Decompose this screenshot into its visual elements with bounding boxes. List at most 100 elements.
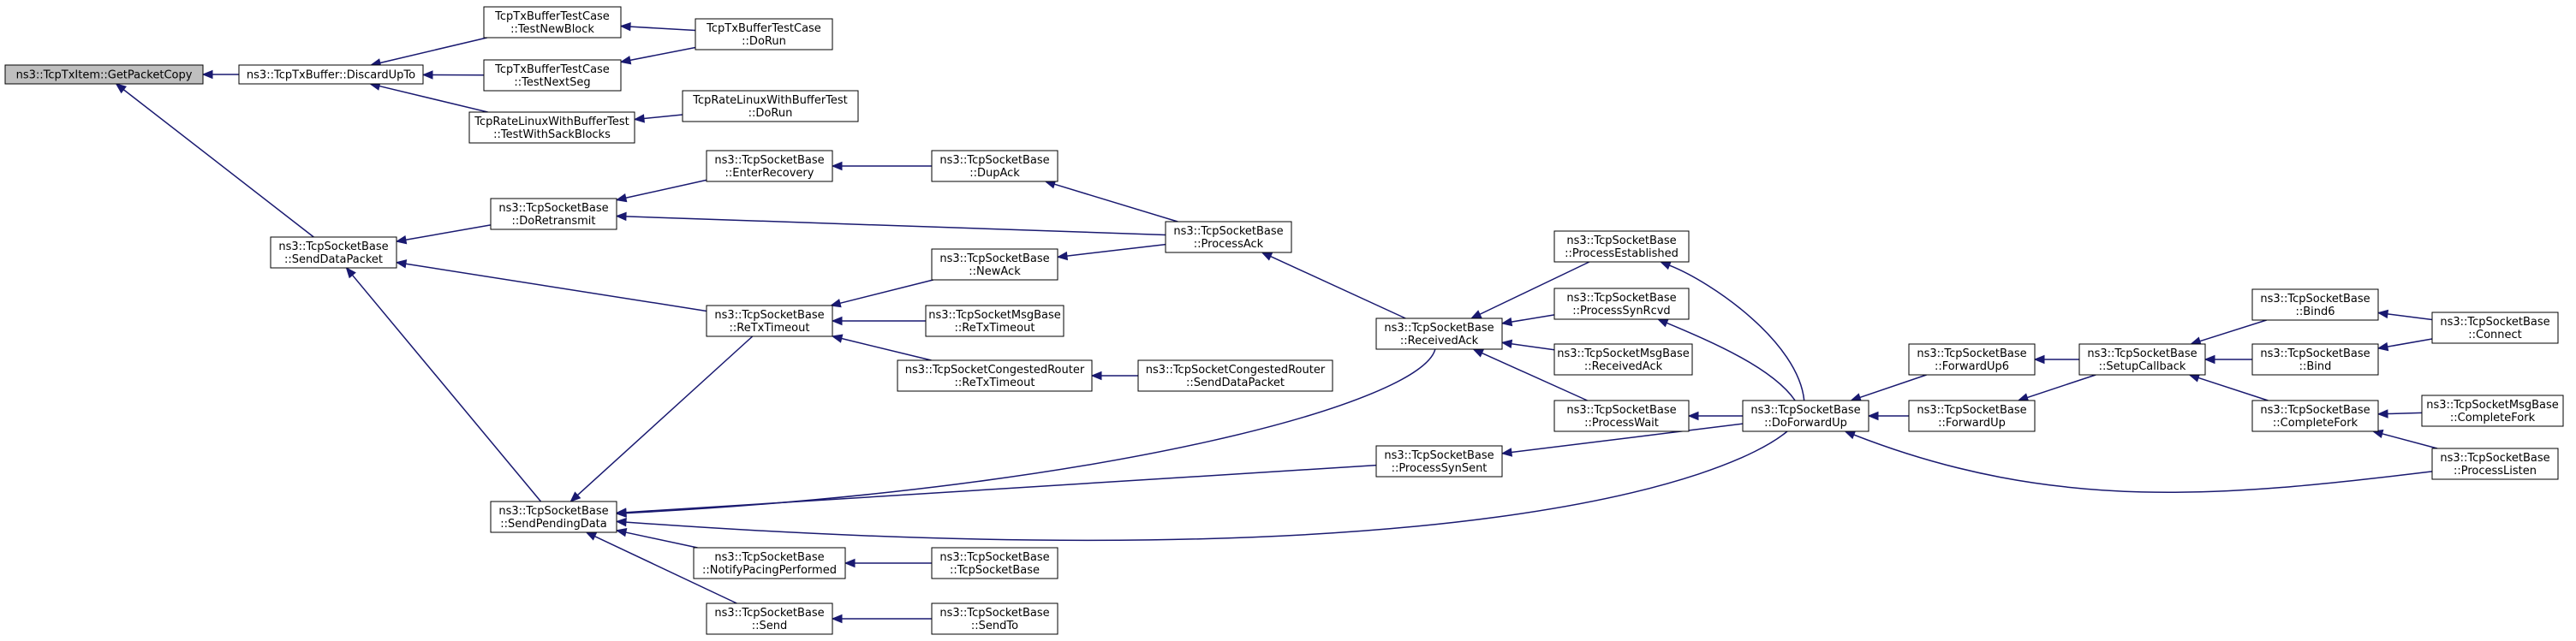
node-label: ns3::TcpSocketBase <box>498 505 608 518</box>
node-testnextseg[interactable]: TcpTxBufferTestCase::TestNextSeg <box>483 59 622 92</box>
node-label: ns3::TcpSocketBase <box>498 202 608 215</box>
node-completefork[interactable]: ns3::TcpSocketBase::CompleteFork <box>2251 400 2379 432</box>
arrowhead <box>831 334 844 343</box>
edge-line <box>625 216 1166 236</box>
node-label: ns3::TcpSocketBase <box>1917 404 2026 417</box>
node-label: ::SendDataPacket <box>284 253 383 266</box>
node-label: ::ForwardUp6 <box>1935 360 2009 373</box>
edge-line <box>122 89 314 238</box>
node-msgcompletefork[interactable]: ns3::TcpSocketMsgBase::CompleteFork <box>2421 395 2564 427</box>
node-box <box>1165 221 1292 253</box>
node-box <box>2078 343 2206 376</box>
edge-setupcallback-to-forwardup6 <box>2033 354 2079 365</box>
arrowhead <box>345 266 356 279</box>
node-label: TcpTxBufferTestCase <box>706 22 821 35</box>
node-retxtimeout[interactable]: ns3::TcpSocketBase::ReTxTimeout <box>706 305 833 337</box>
node-txbufdorun[interactable]: TcpTxBufferTestCase::DoRun <box>695 18 833 50</box>
edge-forwardup6-to-doforwardup <box>1850 374 1927 402</box>
node-label: ::CompleteFork <box>2273 417 2358 430</box>
node-testnewblock[interactable]: TcpTxBufferTestCase::TestNewBlock <box>483 6 622 39</box>
node-label: ns3::TcpSocketBase <box>1750 404 1860 417</box>
node-processlisten[interactable]: ns3::TcpSocketBase::ProcessListen <box>2431 448 2559 480</box>
node-label: ::ReTxTimeout <box>730 322 810 335</box>
node-setupcallback[interactable]: ns3::TcpSocketBase::SetupCallback <box>2078 343 2206 376</box>
node-msgretxtimeout[interactable]: ns3::TcpSocketMsgBase::ReTxTimeout <box>925 305 1064 337</box>
arrowhead <box>2203 354 2215 365</box>
node-bind6[interactable]: ns3::TcpSocketBase::Bind6 <box>2251 288 2379 321</box>
edge-testnextseg-to-discardupto <box>421 70 485 80</box>
node-processsynrcvd[interactable]: ns3::TcpSocketBase::ProcessSynRcvd <box>1553 288 1690 320</box>
edge-processack-to-newack <box>1056 243 1166 261</box>
arrowhead <box>1867 411 1879 421</box>
node-ctor[interactable]: ns3::TcpSocketBase::TcpSocketBase <box>931 547 1058 579</box>
node-congretxtimeout[interactable]: ns3::TcpSocketCongestedRouter::ReTxTimeo… <box>897 359 1093 392</box>
edge-processlisten-to-doforwardup <box>1844 430 2433 494</box>
edge-line <box>625 348 1436 514</box>
node-label: ::ProcessSynSent <box>1392 462 1488 475</box>
node-receivedack[interactable]: ns3::TcpSocketBase::ReceivedAck <box>1375 318 1503 350</box>
node-send[interactable]: ns3::TcpSocketBase::Send <box>706 602 833 635</box>
edge-connect-to-bind6 <box>2376 309 2433 321</box>
node-box <box>695 18 833 50</box>
node-testwithsackblocks[interactable]: TcpRateLinuxWithBufferTest::TestWithSack… <box>468 111 635 144</box>
node-label: ::ProcessListen <box>2454 465 2537 478</box>
node-processestablished[interactable]: ns3::TcpSocketBase::ProcessEstablished <box>1553 230 1690 263</box>
node-forwardup6[interactable]: ns3::TcpSocketBase::ForwardUp6 <box>1908 343 2036 376</box>
edge-doforwardup-to-sendpendingdata <box>615 430 1788 542</box>
node-doretransmit[interactable]: ns3::TcpSocketBase::DoRetransmit <box>490 198 617 230</box>
edge-line <box>1066 243 1166 257</box>
node-box <box>2421 395 2564 427</box>
node-msgreceivedack[interactable]: ns3::TcpSocketMsgBase::ReceivedAck <box>1553 343 1693 376</box>
node-label: TcpTxBufferTestCase <box>494 10 610 23</box>
node-doforwardup[interactable]: ns3::TcpSocketBase::DoForwardUp <box>1742 400 1869 432</box>
node-sendto[interactable]: ns3::TcpSocketBase::SendTo <box>931 602 1058 635</box>
node-label: ::ForwardUp <box>1938 417 2006 430</box>
edge-line <box>1511 343 1555 351</box>
node-getpacketcopy[interactable]: ns3::TcpTxItem::GetPacketCopy <box>4 64 204 85</box>
node-enterrecovery[interactable]: ns3::TcpSocketBase::EnterRecovery <box>706 150 833 182</box>
node-label: ::Send <box>752 620 788 632</box>
nodes-layer: ns3::TcpTxItem::GetPacketCopy ns3::TcpTxB… <box>4 6 2564 635</box>
node-sendpendingdata[interactable]: ns3::TcpSocketBase::SendPendingData <box>490 501 617 533</box>
edge-line <box>1270 255 1406 319</box>
node-label: ns3::TcpSocketBase <box>939 607 1049 620</box>
edge-line <box>629 26 696 32</box>
edge-congretxtimeout-to-retxtimeout <box>831 334 932 361</box>
node-notifypacing[interactable]: ns3::TcpSocketBase::NotifyPacingPerforme… <box>693 547 846 579</box>
arrowhead <box>1056 251 1069 261</box>
node-dupack[interactable]: ns3::TcpSocketBase::DupAck <box>931 150 1058 182</box>
edge-retxtimeout-to-senddatapacket <box>395 259 707 312</box>
node-box <box>931 547 1058 579</box>
node-box <box>897 359 1093 392</box>
node-congsenddatapacket[interactable]: ns3::TcpSocketCongestedRouter::SendDataP… <box>1137 359 1333 392</box>
node-box <box>1742 400 1869 432</box>
edge-line <box>2197 377 2269 401</box>
node-label: ::SendTo <box>971 620 1018 632</box>
node-discardupto[interactable]: ns3::TcpTxBuffer::DiscardUpTo <box>238 64 424 85</box>
edge-line <box>2026 374 2096 399</box>
node-label: TcpTxBufferTestCase <box>494 63 610 76</box>
node-label: ns3::TcpSocketCongestedRouter <box>1146 364 1326 377</box>
node-label: ::SendDataPacket <box>1186 377 1285 389</box>
edge-sendpendingdata-to-senddatapacket <box>345 266 542 502</box>
node-processwait[interactable]: ns3::TcpSocketBase::ProcessWait <box>1553 400 1690 432</box>
node-label: ::DoForwardUp <box>1764 417 1847 430</box>
edge-line <box>405 224 492 240</box>
edge-newack-to-retxtimeout <box>829 279 933 308</box>
node-connect[interactable]: ns3::TcpSocketBase::Connect <box>2431 312 2559 344</box>
node-label: TcpRateLinuxWithBufferTest <box>692 94 848 107</box>
node-newack[interactable]: ns3::TcpSocketBase::NewAck <box>931 248 1058 281</box>
edge-retxtimeout-to-sendpendingdata <box>569 335 754 502</box>
node-box <box>270 236 397 269</box>
node-ratelinuxdorun[interactable]: TcpRateLinuxWithBufferTest::DoRun <box>682 90 859 122</box>
node-processsynsent[interactable]: ns3::TcpSocketBase::ProcessSynSent <box>1375 445 1503 478</box>
edge-doforwardup-to-processsynsent <box>1500 423 1744 457</box>
node-bind[interactable]: ns3::TcpSocketBase::Bind <box>2251 343 2379 376</box>
edge-processsynsent-to-sendpendingdata <box>615 464 1377 517</box>
node-senddatapacket[interactable]: ns3::TcpSocketBase::SendDataPacket <box>270 236 397 269</box>
edge-bind6-to-setupcallback <box>2190 319 2267 346</box>
node-processack[interactable]: ns3::TcpSocketBase::ProcessAck <box>1165 221 1292 253</box>
edge-line <box>1511 423 1744 454</box>
node-box <box>483 59 622 92</box>
node-forwardup[interactable]: ns3::TcpSocketBase::ForwardUp <box>1908 400 2036 432</box>
